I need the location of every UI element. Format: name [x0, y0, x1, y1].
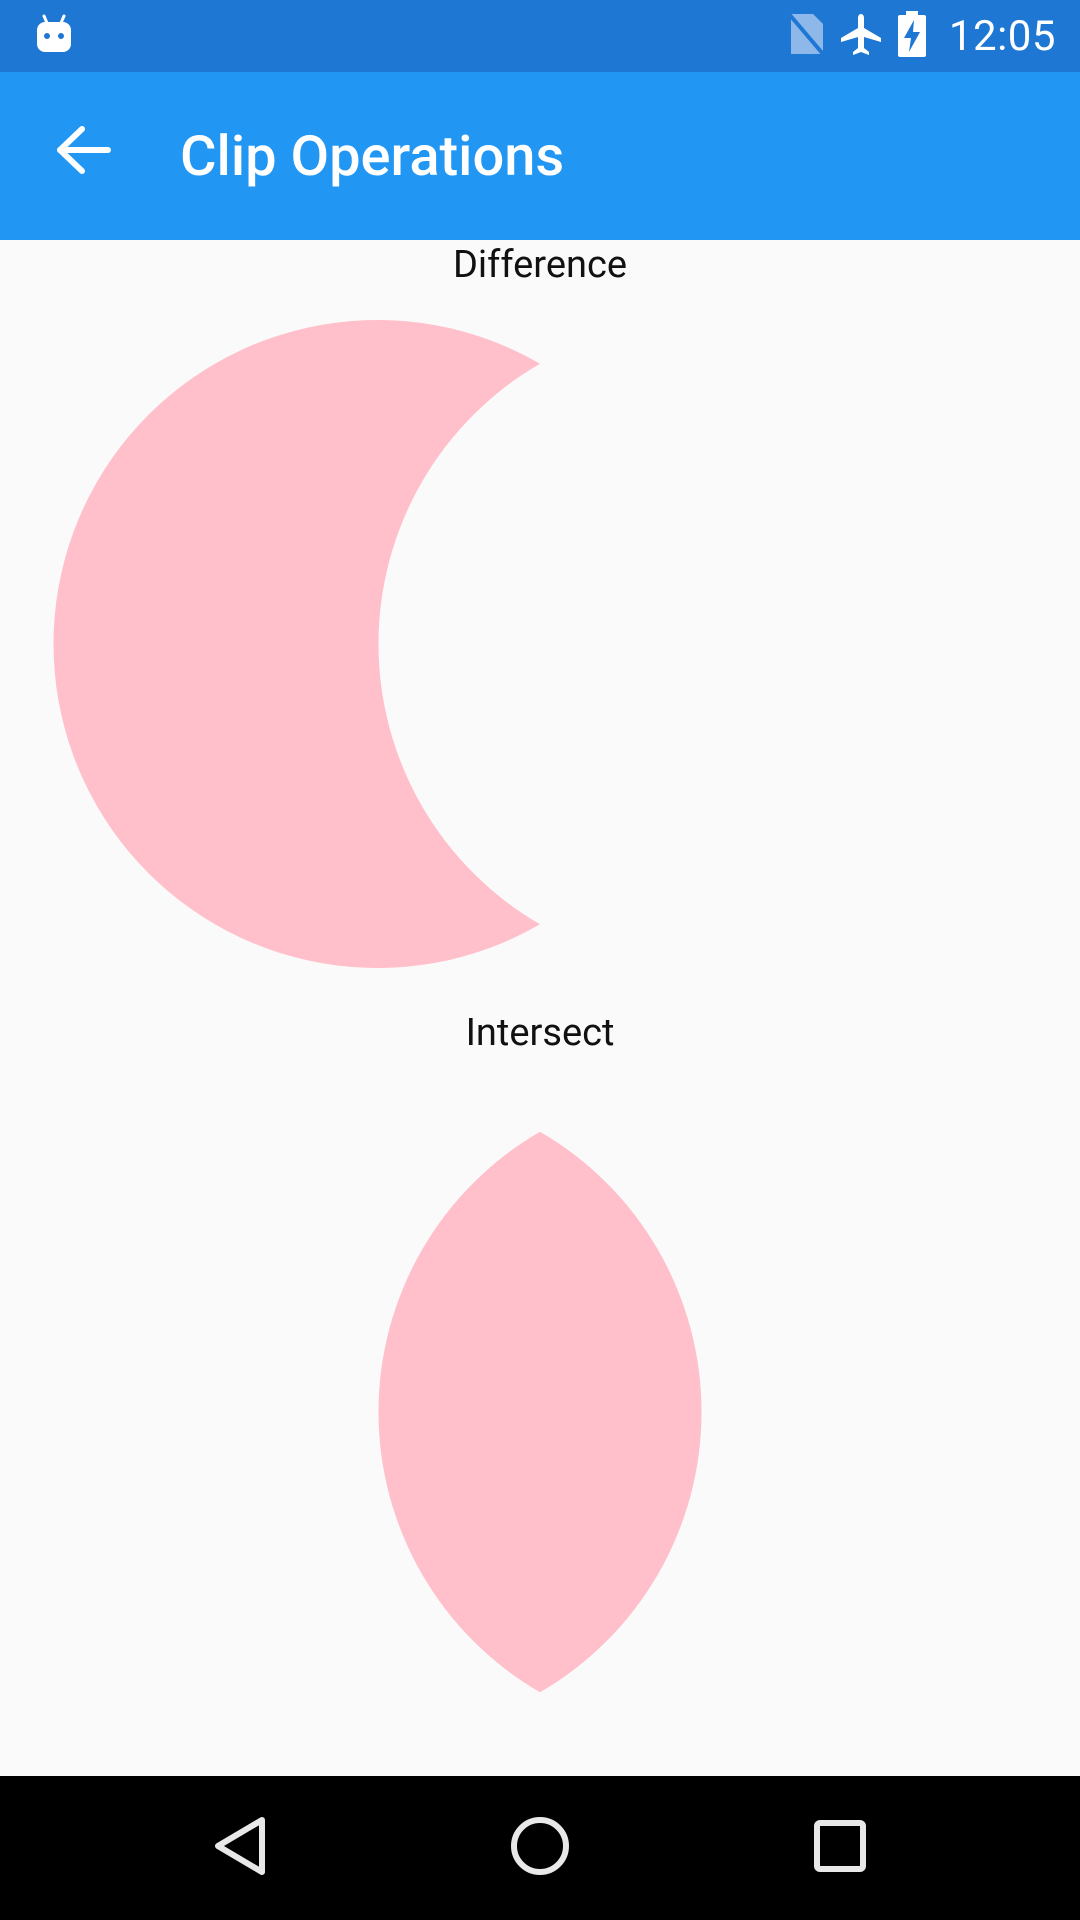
difference-canvas — [53, 320, 540, 968]
status-clock: 12:05 — [948, 11, 1056, 61]
difference-label: Difference — [452, 243, 627, 287]
arrow-back-icon — [56, 126, 112, 178]
navigation-bar — [0, 1776, 1080, 1920]
app-toolbar: Clip Operations — [0, 72, 1080, 240]
status-bar: 12:05 — [0, 0, 1080, 72]
nav-home-button[interactable] — [490, 1808, 590, 1888]
nav-back-button[interactable] — [190, 1808, 290, 1888]
content-area: Difference Intersect — [0, 240, 1080, 1776]
intersect-label: Intersect — [465, 1011, 615, 1055]
home-circle-icon — [510, 1816, 570, 1880]
page-title: Clip Operations — [180, 123, 565, 189]
recents-square-icon — [814, 1820, 866, 1876]
android-debug-icon — [36, 14, 72, 58]
intersect-shape — [378, 1131, 702, 1693]
battery-charging-icon — [897, 10, 927, 62]
nav-recents-button[interactable] — [790, 1808, 890, 1888]
back-triangle-icon — [212, 1816, 268, 1880]
intersect-canvas — [378, 1131, 702, 1693]
airplane-mode-icon — [839, 12, 883, 60]
difference-shape — [53, 320, 540, 968]
back-button[interactable] — [44, 112, 124, 192]
no-sim-icon — [787, 12, 825, 60]
